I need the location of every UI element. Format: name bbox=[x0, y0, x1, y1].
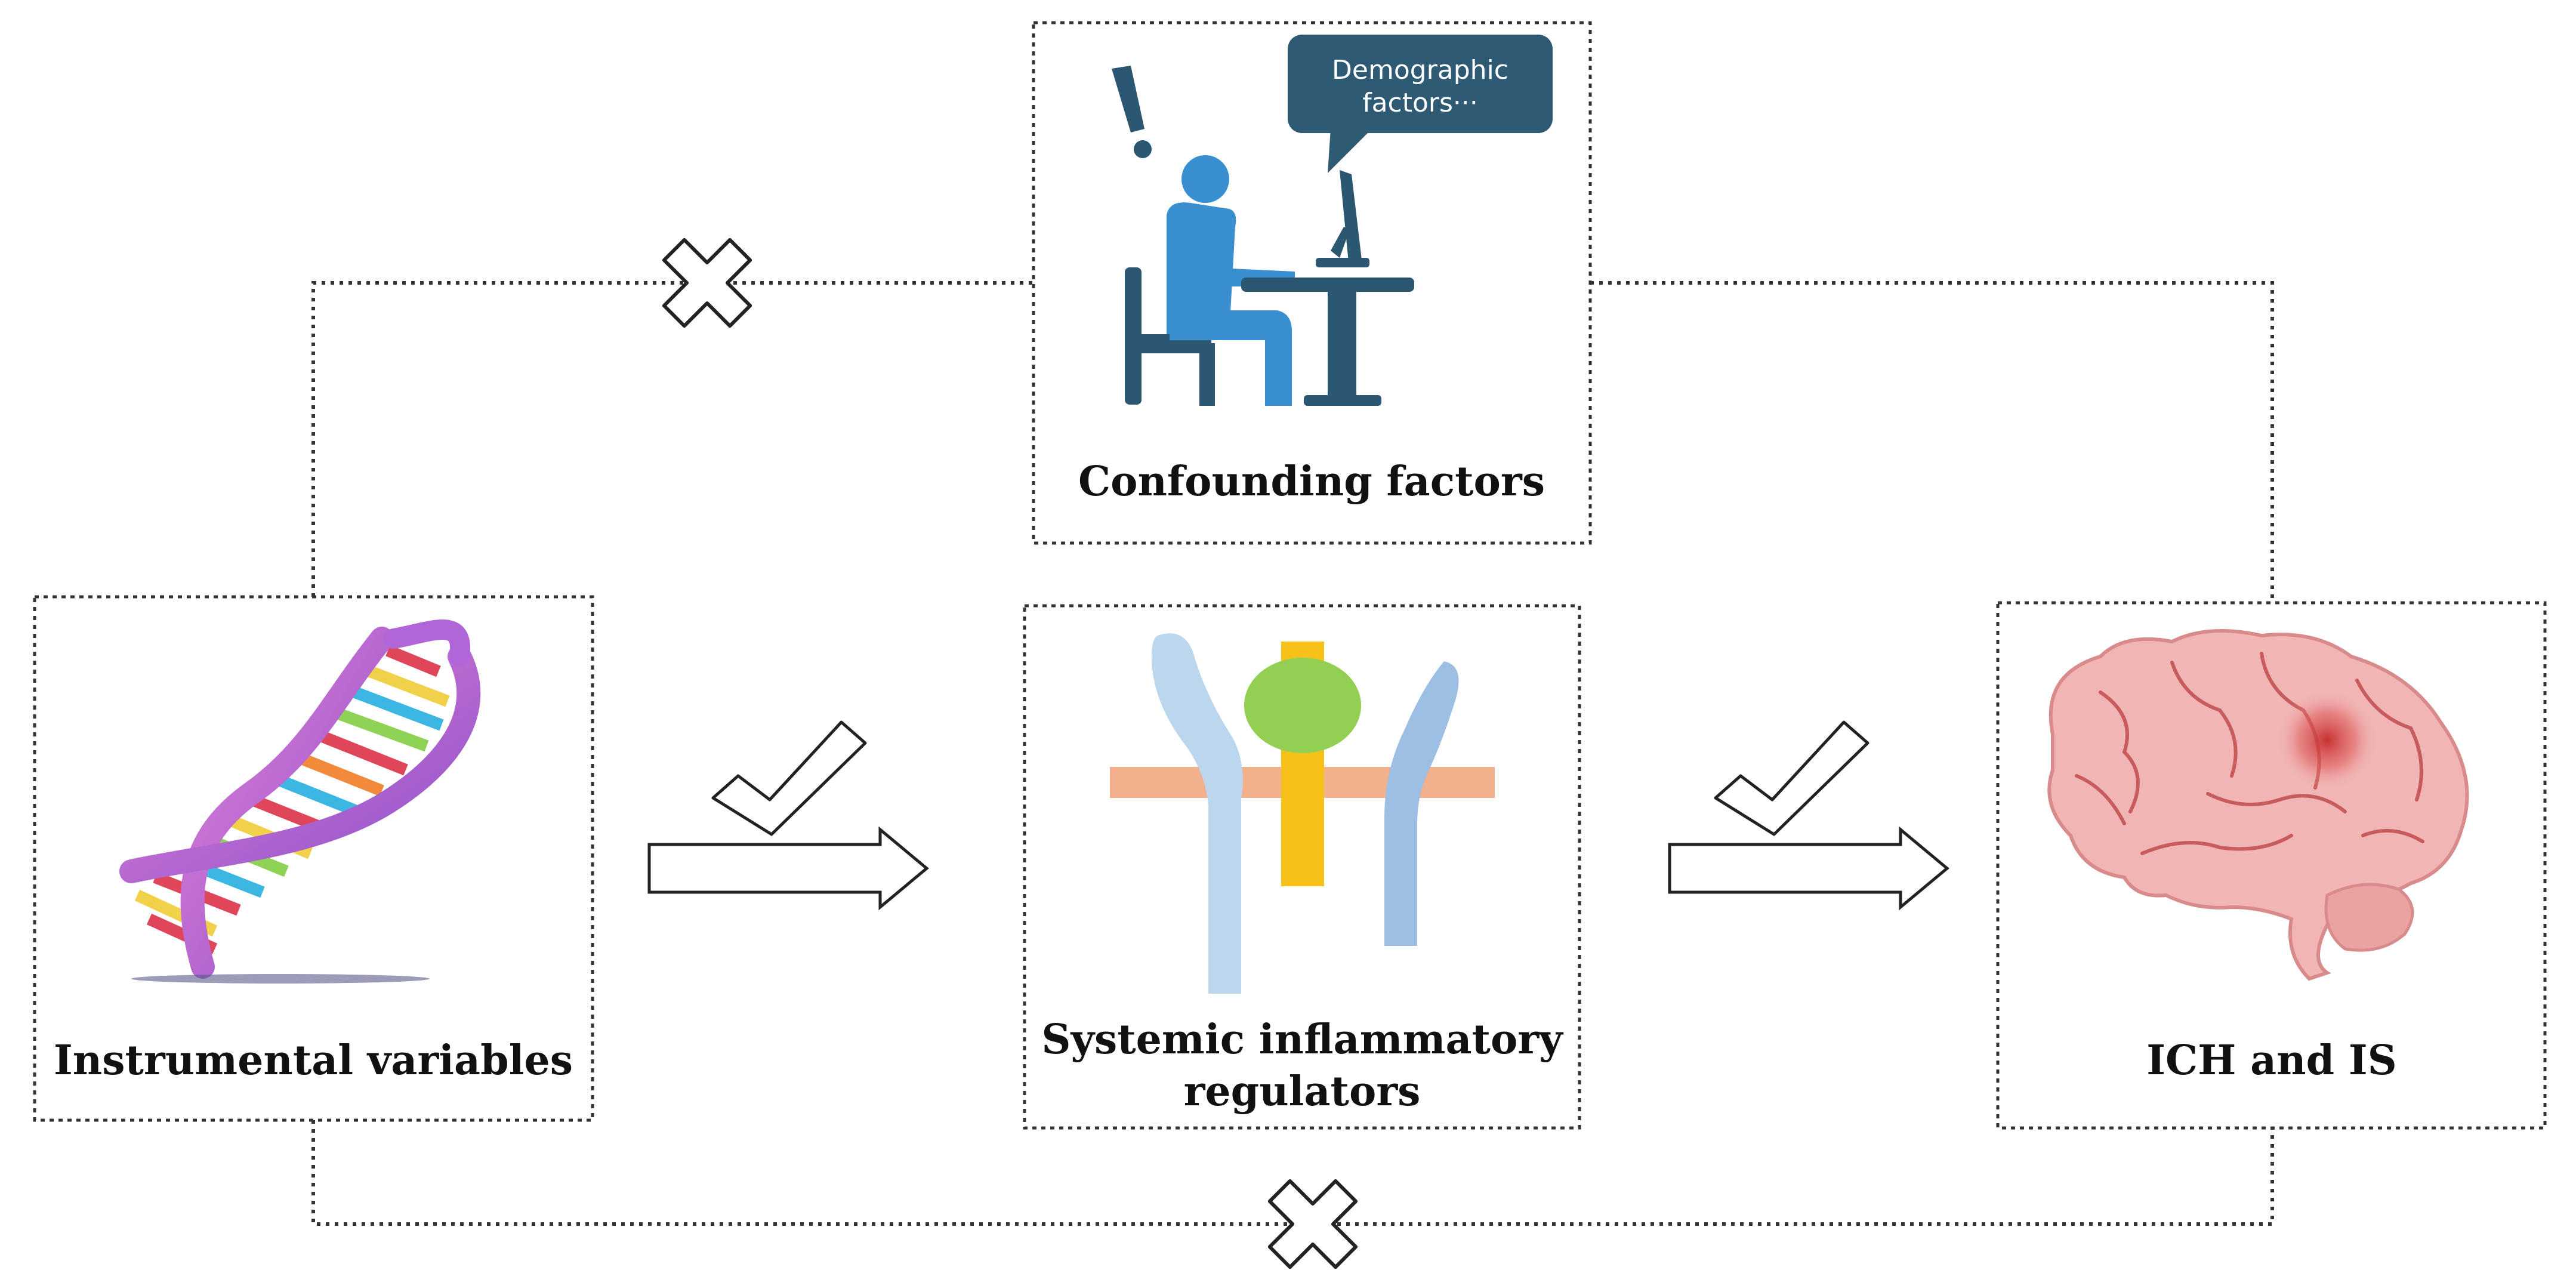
line-instrument-to-confounders bbox=[311, 281, 1034, 597]
cross-icon bbox=[1267, 1179, 1358, 1269]
instrument-label: Instrumental variables bbox=[54, 1037, 573, 1084]
check-icon bbox=[1714, 720, 1869, 836]
person-at-computer-icon bbox=[1125, 155, 1414, 406]
exposure-label-line-1: Systemic inflammatory bbox=[1041, 1016, 1564, 1064]
speech-line-2: factors··· bbox=[1362, 88, 1478, 118]
confounders-label: Confounding factors bbox=[1078, 458, 1545, 505]
check-icon bbox=[711, 720, 867, 836]
arrow-right-icon bbox=[1668, 826, 1949, 911]
dna-helix-icon bbox=[119, 619, 481, 984]
confounders-node: Demographic factors··· Confoun bbox=[1032, 21, 1592, 545]
brain-icon bbox=[2047, 629, 2469, 981]
outcome-label: ICH and IS bbox=[2146, 1037, 2397, 1084]
exclamation-icon bbox=[1112, 66, 1152, 158]
line-confounders-to-outcome bbox=[1590, 281, 2274, 603]
cross-icon bbox=[662, 238, 752, 328]
exposure-node: Systemic inflammatory regulators bbox=[1023, 604, 1581, 1130]
exposure-label-line-2: regulators bbox=[1184, 1068, 1421, 1115]
outcome-node: ICH and IS bbox=[1996, 601, 2547, 1130]
speech-bubble: Demographic factors··· bbox=[1288, 35, 1553, 173]
speech-line-1: Demographic bbox=[1332, 55, 1508, 85]
arrow-right-icon bbox=[647, 826, 929, 911]
instrument-box bbox=[33, 595, 594, 1122]
instrument-node: Instrumental variables bbox=[33, 595, 594, 1122]
membrane-receptor-icon bbox=[1110, 633, 1495, 994]
